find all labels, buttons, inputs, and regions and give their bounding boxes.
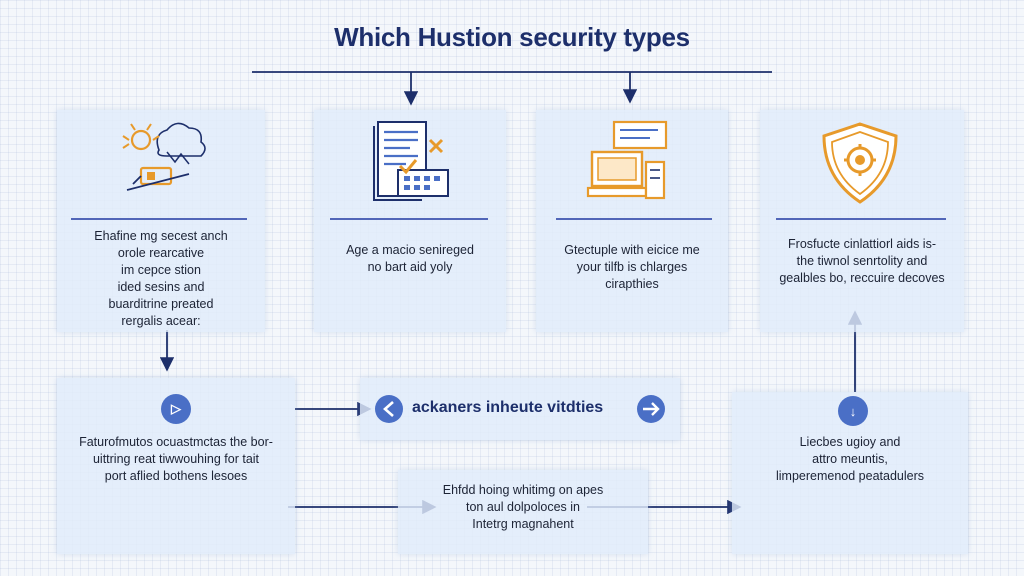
bug-cloud-icon (122, 122, 206, 191)
panel-divider (776, 218, 946, 220)
panel-description: Ehafine mg secest anch orole rearcative … (94, 229, 228, 328)
security-type-panel-1: Ehafine mg secest anch orole rearcative … (57, 110, 265, 332)
security-type-panel-3: Gtectuple with eicice me your tilfb is c… (536, 110, 728, 332)
diagram-title: Which Hustion security types (334, 22, 690, 52)
panel-description: Age a macio senireged no bart aid yoly (346, 243, 474, 274)
outcome-panel-1: ▷ Faturofmutos ocuastmctas the bor- uitt… (57, 378, 295, 554)
panel-description: Ehfdd hoing whitimg on apes ton aul dolp… (442, 483, 604, 531)
shield-gear-icon (822, 122, 898, 204)
right-arrow-badge-icon (637, 395, 665, 423)
security-type-panel-2: Age a macio senireged no bart aid yoly (314, 110, 506, 332)
play-badge-icon: ▷ (161, 394, 191, 424)
computer-workstation-icon (586, 120, 668, 200)
panel-description: Frosfucte cinlattiorl aids is- the tiwno… (779, 237, 945, 285)
panel-description: Gtectuple with eicice me your tilfb is c… (564, 243, 700, 291)
document-checklist-icon (373, 121, 449, 201)
outcome-panel-2: Ehfdd hoing whitimg on apes ton aul dolp… (398, 470, 648, 554)
panel-divider (71, 218, 247, 220)
security-type-panel-4: Frosfucte cinlattiorl aids is- the tiwno… (760, 110, 964, 332)
panel-description: Liecbes ugioy and attro meuntis, limpere… (775, 435, 924, 483)
action-pill-panel: ackaners inheute vitdties (360, 378, 680, 440)
panel-divider (330, 218, 488, 220)
panel-divider (556, 218, 712, 220)
down-badge-icon: ↓ (838, 396, 868, 426)
outcome-panel-3: ↓ Liecbes ugioy and attro meuntis, limpe… (732, 392, 968, 554)
pill-label: ackaners inheute vitdties (412, 399, 604, 416)
panel-description: Faturofmutos ocuastmctas the bor- uittri… (79, 435, 273, 483)
left-arrow-badge-icon (375, 395, 403, 423)
